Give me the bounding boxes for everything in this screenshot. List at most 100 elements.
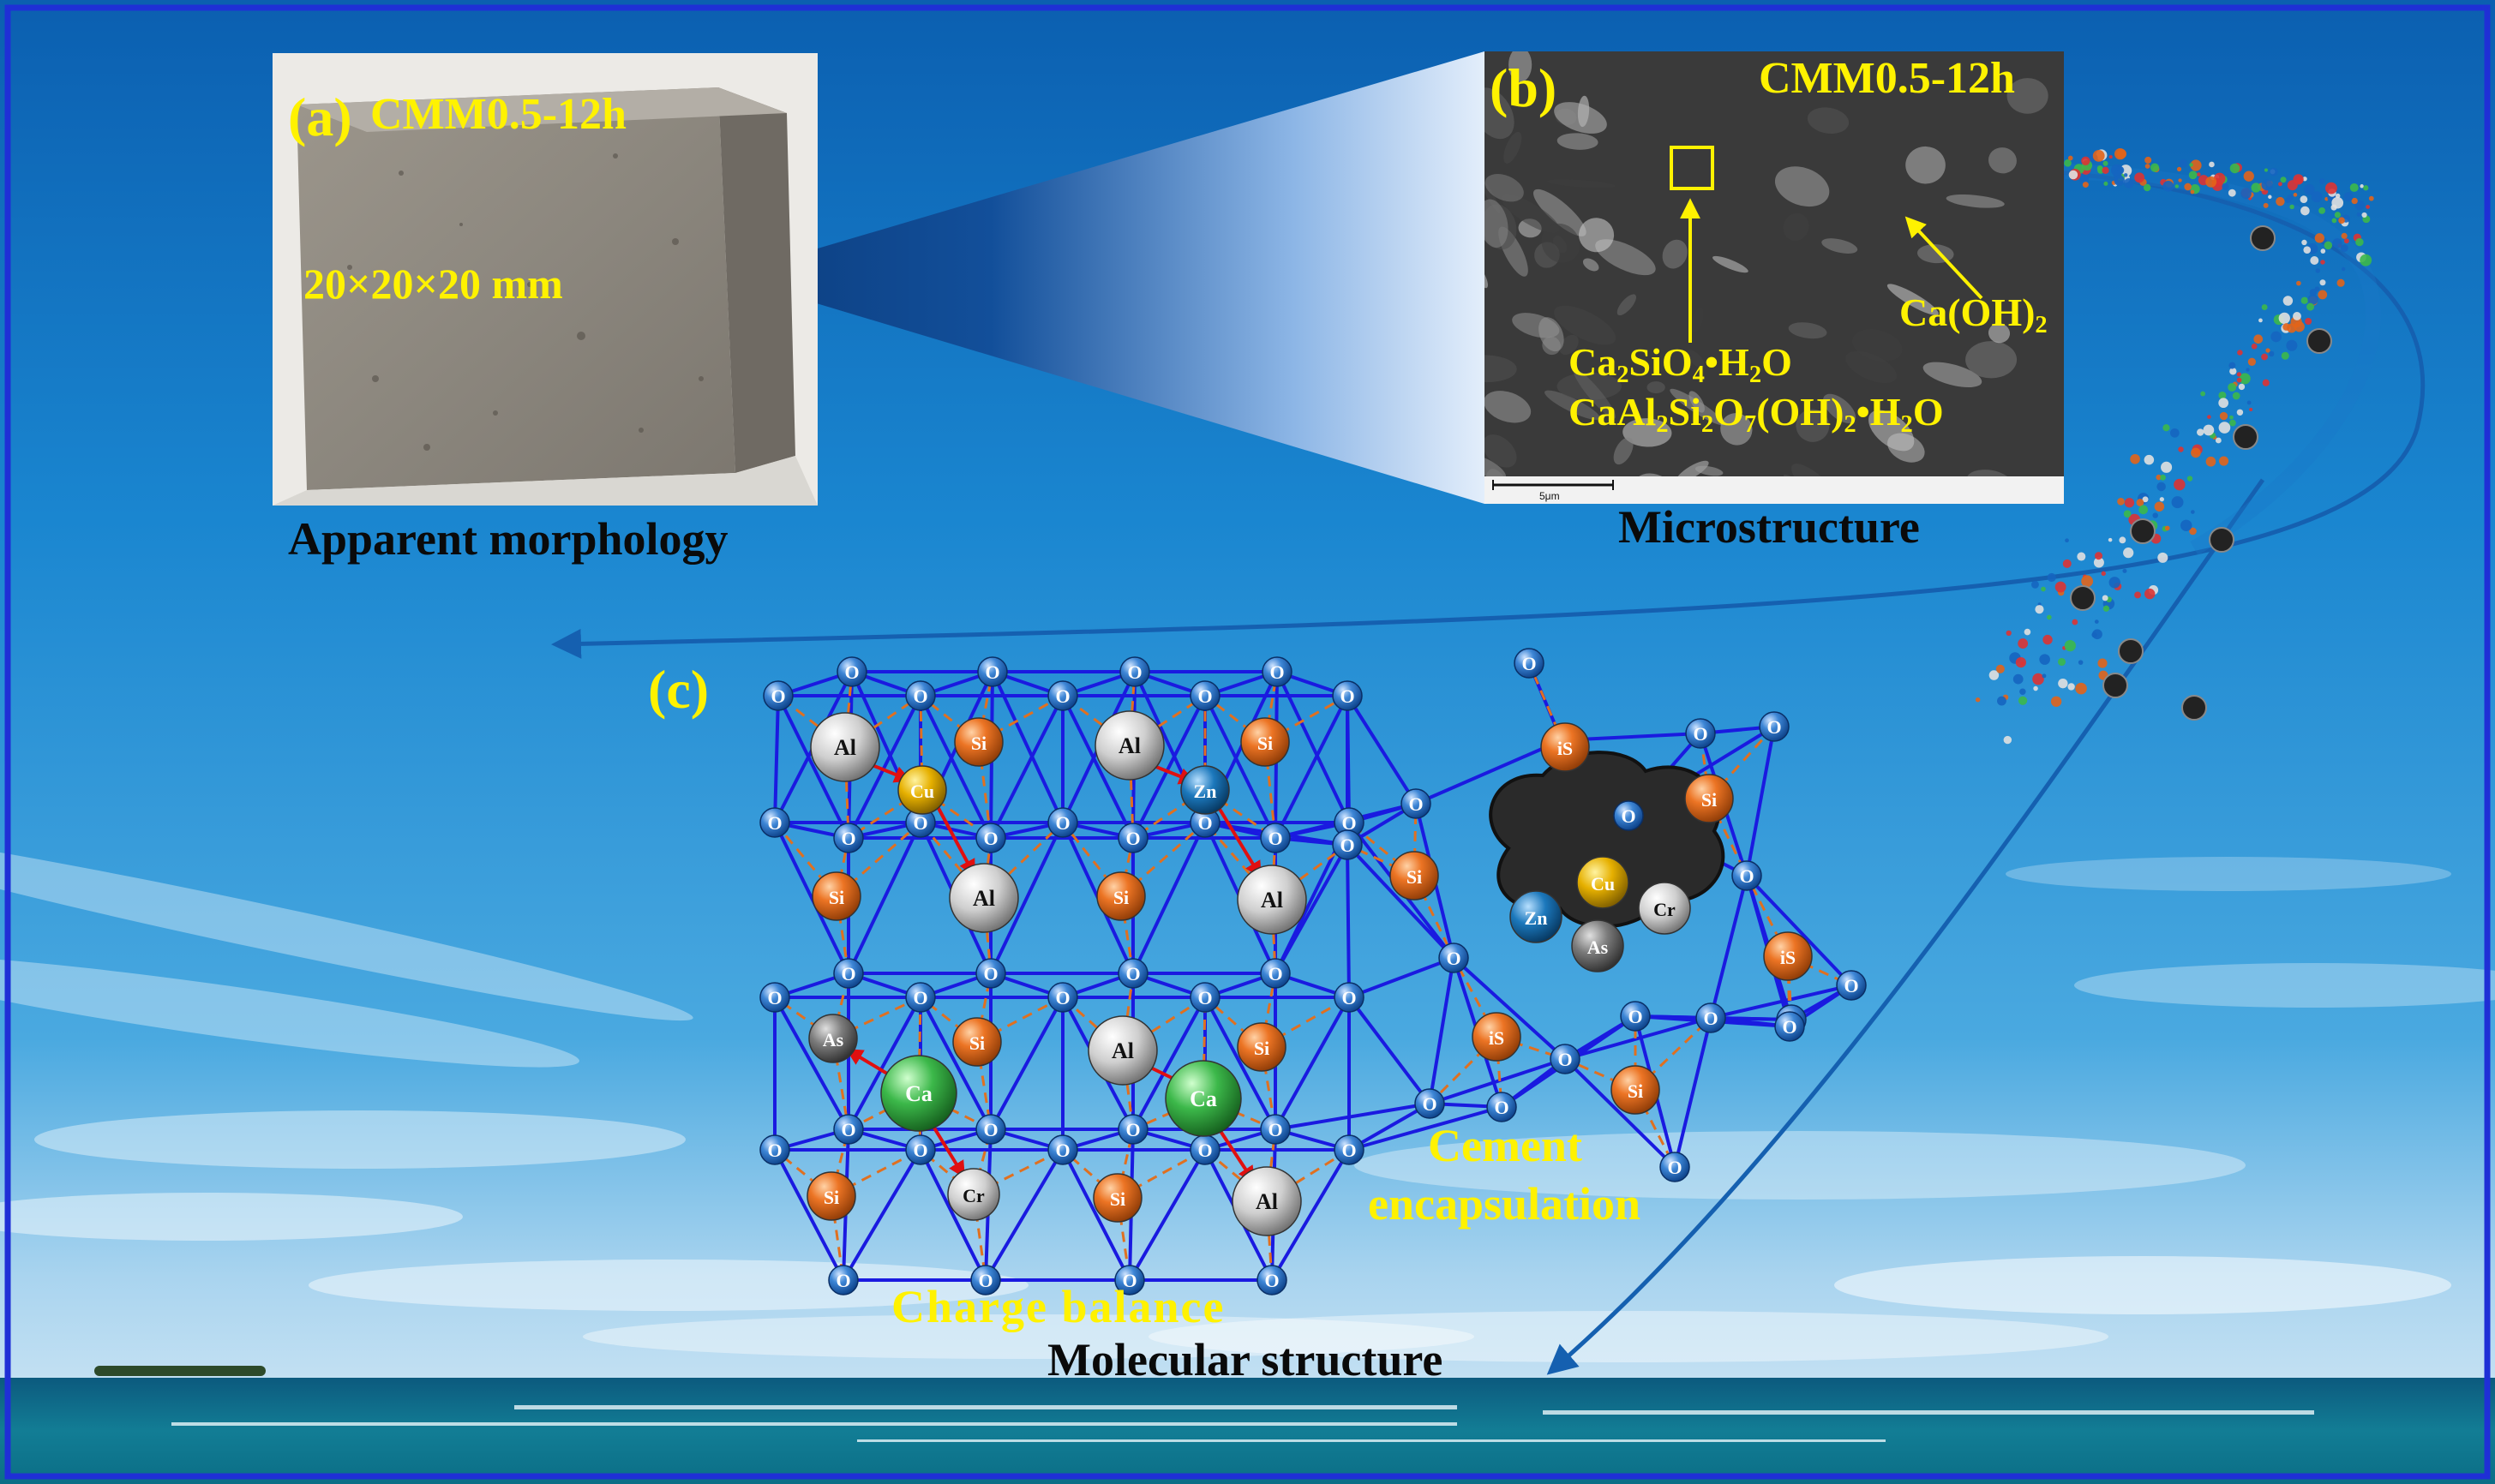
oxygen-atom: O	[1334, 807, 1364, 838]
silicon-atom: Si	[807, 1171, 856, 1221]
oxygen-atom: O	[1118, 1114, 1149, 1145]
svg-text:O: O	[1628, 1006, 1642, 1027]
svg-text:O: O	[978, 1270, 993, 1291]
stream-particle	[2134, 172, 2145, 183]
oxygen-atom: O	[1190, 680, 1221, 711]
sem-texture: 5μm	[1484, 51, 2064, 504]
stream-particle	[2142, 496, 2149, 503]
sem-grain	[1532, 188, 1586, 236]
charge-balance-arrow	[933, 799, 975, 877]
svg-text:Si: Si	[1628, 1080, 1643, 1102]
svg-text:O: O	[1127, 661, 1142, 683]
oxygen-atom: O	[1514, 648, 1544, 679]
svg-text:O: O	[913, 987, 927, 1008]
oxygen-atom: O	[1047, 807, 1078, 838]
stream-particle	[2232, 392, 2240, 400]
dashed-bond	[1264, 694, 1348, 744]
svg-text:O: O	[1055, 685, 1070, 707]
svg-text:O: O	[1197, 1140, 1212, 1161]
svg-text:As: As	[823, 1029, 844, 1050]
cement-label-line-2: encapsulation	[1368, 1178, 1641, 1230]
stream-particle	[2189, 163, 2193, 167]
sem-grain	[1484, 199, 1508, 248]
stream-particle	[2261, 179, 2273, 191]
lattice-bond	[1348, 1102, 1430, 1152]
stream-cluster	[2250, 225, 2276, 251]
stream-particle	[2174, 184, 2180, 188]
stream-particle	[2190, 159, 2202, 171]
stream-particle	[2171, 496, 2184, 509]
sem-grain	[1559, 334, 1579, 356]
calcium-atom: Ca	[1165, 1060, 1242, 1137]
stream-cluster	[2306, 328, 2332, 354]
sem-grain	[1554, 102, 1607, 134]
oxygen-atom: O	[1334, 982, 1364, 1013]
dashed-bond	[1121, 1050, 1135, 1130]
stream-particle	[2229, 415, 2234, 420]
stream-particle	[2305, 317, 2312, 325]
stream-particle	[2067, 155, 2073, 161]
oxygen-atom: O	[1047, 982, 1078, 1013]
lattice-bond	[1673, 1017, 1712, 1168]
oxygen-atom: O	[1190, 807, 1221, 838]
stream-particle	[2304, 183, 2315, 195]
stream-particle	[2236, 377, 2242, 383]
stream-particle	[2287, 194, 2294, 200]
stream-particle	[2320, 260, 2325, 265]
silicon-atom: Si	[812, 871, 861, 921]
stream-particle	[2351, 197, 2358, 205]
svg-text:Si: Si	[1701, 789, 1717, 811]
svg-text:O: O	[1341, 812, 1356, 834]
sem-grain	[1503, 131, 1522, 164]
sem-grain	[1662, 239, 1688, 269]
svg-text:O: O	[1494, 1097, 1508, 1118]
svg-text:Si: Si	[969, 1032, 985, 1054]
stream-particle	[2207, 415, 2211, 419]
stream-cluster	[2233, 424, 2258, 450]
stream-particle	[2311, 191, 2323, 203]
panel-a-tag: (a)	[288, 87, 352, 147]
sem-grain	[1823, 393, 1856, 424]
sem-grain	[1622, 418, 1672, 447]
panel-c-tag: (c)	[648, 659, 710, 720]
stream-particle	[2161, 461, 2173, 473]
oxygen-atom: O	[905, 1134, 936, 1165]
stream-particle	[2190, 189, 2195, 194]
dashed-bond	[1132, 1097, 1204, 1131]
oxygen-atom: O	[833, 958, 864, 989]
sem-grain	[1845, 350, 1897, 384]
stream-particle	[2035, 605, 2044, 614]
oxygen-atom: O	[905, 807, 936, 838]
silicon-atom: Si	[1240, 717, 1290, 767]
stream-particle	[2119, 536, 2126, 544]
stream-particle	[2064, 639, 2076, 652]
silicon-atom: Si	[952, 1017, 1002, 1067]
svg-text:O: O	[1340, 685, 1354, 707]
arsenic-atom: As	[808, 1014, 858, 1063]
island	[94, 1366, 266, 1376]
stream-particle	[2278, 312, 2290, 325]
stream-particle	[2154, 501, 2165, 512]
lattice-bond	[1131, 822, 1207, 974]
cube-photo	[273, 53, 818, 506]
sem-micrograph: 5μm	[1484, 51, 2064, 504]
oxygen-atom: O	[759, 1134, 790, 1165]
aluminium-atom: Al	[1232, 1166, 1302, 1236]
stream-particle	[2354, 200, 2366, 211]
hydrate-label-2: CaAl2Si2O7(OH)2•H2O	[1568, 390, 1944, 438]
stream-particle	[2065, 538, 2069, 543]
stream-particle	[2092, 149, 2105, 162]
stream-particle	[2176, 166, 2182, 172]
lattice-bond	[1563, 1057, 1676, 1169]
sem-grain	[1484, 355, 1517, 383]
arsenic-atom: As	[1571, 919, 1624, 972]
stream-particle	[2018, 696, 2028, 705]
stream-particle	[2042, 673, 2047, 679]
stream-particle	[2205, 456, 2216, 467]
stream-particle	[2281, 351, 2289, 360]
stream-particle	[2169, 428, 2180, 438]
oxygen-atom: O	[1118, 823, 1149, 853]
stream-particle	[2068, 170, 2078, 180]
aluminium-atom: Al	[949, 863, 1019, 933]
panel-a-sample-name: CMM0.5-12h	[370, 90, 627, 139]
